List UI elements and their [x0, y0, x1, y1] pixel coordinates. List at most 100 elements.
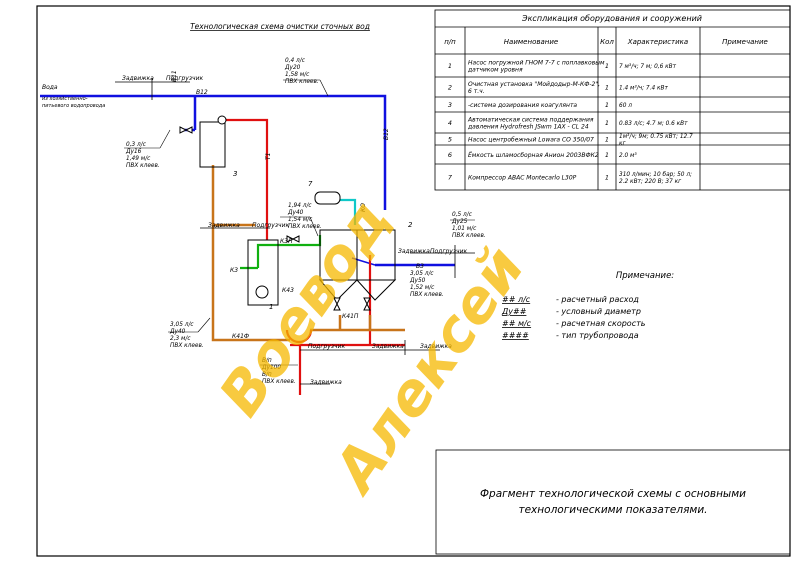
callout-line: Ду40 [169, 329, 186, 335]
leaders [124, 79, 475, 366]
spec-cell-num: 2 [448, 84, 452, 92]
pump-icon [255, 285, 269, 299]
spec-cell-qty: 1 [605, 174, 609, 182]
spec-cell-num: 1 [448, 62, 452, 70]
dosing-pump-icon [217, 115, 227, 125]
spec-cell-qty: 1 [605, 151, 609, 159]
label-podgruzchik-1: Подгрузчик [166, 75, 203, 82]
callout-line: В/п [262, 358, 272, 364]
callout-line: Ду25 [451, 219, 468, 225]
header-name: Наименование [504, 38, 558, 46]
label-podgruzchik-4: Подгрузчик [308, 343, 345, 350]
spec-table [434, 9, 791, 191]
label-k3p: К3П [280, 238, 293, 245]
inlet-label-3: питьевого водопровода [42, 103, 105, 109]
spec-cell-qty: 1 [605, 101, 609, 109]
spec-cell-qty: 1 [605, 62, 609, 70]
pipe-k41 [211, 165, 405, 342]
callout-line: ПВХ клеев. [452, 233, 486, 239]
sheet-frame [36, 5, 791, 557]
callout-line: ПВХ клеев. [285, 79, 319, 85]
callout-line: Ду40 [287, 210, 304, 216]
label-t1: Т1 [265, 153, 272, 160]
pipe-t1 [225, 118, 405, 395]
label-k41p: К41П [342, 313, 359, 320]
label-k41f: К41Ф [232, 333, 249, 340]
spec-cell-qty: 1 [605, 84, 609, 92]
valves [179, 126, 371, 311]
label-b12-top: В12 [196, 89, 208, 96]
spec-cell-name: Компрессор ABAC Montecarlo L30P [468, 175, 577, 182]
spec-cell-num: 4 [448, 119, 452, 127]
utility-lines [115, 78, 475, 385]
spec-cell-char: 310 л/мин; 10 бар; 50 л;2.2 кВт; 220 В; … [619, 172, 692, 185]
callout-line: 1,58 м/с [285, 72, 310, 78]
header-qty: Кол [600, 38, 614, 46]
callout-line: ПВХ клеев. [170, 343, 204, 349]
callout-line: 0,4 л/с [285, 58, 306, 64]
sludge-tank [285, 329, 313, 344]
dosing-tank [199, 121, 226, 168]
spec-cell-char: 60 л [619, 103, 632, 109]
callout-line: Ду16 [125, 149, 142, 155]
header-char: Характеристика [627, 38, 688, 46]
callout-line: 3,05 л/с [170, 322, 194, 328]
callout-line: ПВХ клеев. [262, 379, 296, 385]
schema-title: Технологическая схема очистки сточных во… [190, 22, 370, 31]
callout-line: ПВХ клеев. [288, 224, 322, 230]
spec-cell-char: 0.83 л/с; 4.7 м; 0.6 кВт [619, 121, 688, 127]
callout-line: ПВХ клеев. [126, 163, 160, 169]
header-pp: п/п [444, 38, 456, 46]
treatment-unit [318, 229, 397, 301]
callout-line: 1,54 м/с [288, 217, 313, 223]
spec-cell-name: Ёмкость шламосборная Анион 2003ВФК2 [468, 152, 599, 159]
spec-cell-char: 1.4 м³/ч; 7.4 кВт [619, 85, 668, 92]
spec-row: 3 -система дозирования коагулянта 1 60 л [448, 101, 632, 109]
spec-table-headers: п/п Наименование Кол Характеристика Прим… [444, 38, 768, 46]
spec-cell-num: 7 [448, 174, 453, 182]
spec-cell-qty: 1 [605, 119, 609, 127]
callout-line: Ду100 [261, 365, 281, 371]
eq-tag-2: 2 [408, 221, 413, 229]
spec-cell-qty: 1 [605, 136, 609, 144]
callout-line: В/п [262, 372, 272, 378]
spec-cell-char: 7 м³/ч; 7 м; 0,6 кВт [619, 63, 677, 70]
note-symbol: Ду## [501, 307, 527, 316]
callout-line: ПВХ клеев. [410, 292, 444, 298]
label-k3: К3 [230, 267, 238, 274]
spec-row: 7 Компрессор ABAC Montecarlo L30P 1 310 л/м… [448, 172, 692, 185]
callout-line: 0,5 л/с [452, 212, 473, 218]
label-b3: В3 [416, 263, 424, 270]
spec-cell-name: -система дозирования коагулянта [468, 102, 577, 109]
eq-tag-3: 3 [233, 170, 237, 178]
callout-line: Ду20 [284, 65, 301, 71]
spec-cell-num: 3 [448, 101, 452, 109]
label-podgruzchik-3: Подгрузчик [430, 248, 467, 255]
callout-line: 1,49 м/с [126, 156, 151, 162]
spec-cell-name: Очистная установка "Мойдодыр-М-КФ-2",6 т… [468, 81, 600, 95]
spec-cell-num: 6 [448, 151, 452, 159]
callout-line: 1,52 м/с [410, 285, 435, 291]
note-text: - условный диаметр [556, 307, 641, 316]
callout-line: 0,3 л/с [126, 142, 147, 148]
label-ko: КО [360, 203, 367, 212]
compressor [314, 191, 341, 205]
note-text: - расчетная скорость [556, 319, 646, 328]
caption-line-1: Фрагмент технологической схемы с основны… [480, 488, 746, 500]
note-text: - расчетный расход [556, 295, 639, 304]
spec-table-title: Экспликация оборудования и сооружений [521, 14, 702, 23]
callout-line: 3,05 л/с [410, 271, 434, 277]
label-zadvizhka-1: Задвижка [122, 75, 154, 82]
label-b11: В11 [171, 70, 178, 82]
note-text: - тип трубопровода [556, 331, 639, 340]
label-k43: К43 [282, 287, 294, 294]
label-zadvizhka-3: Задвижка [398, 248, 430, 255]
